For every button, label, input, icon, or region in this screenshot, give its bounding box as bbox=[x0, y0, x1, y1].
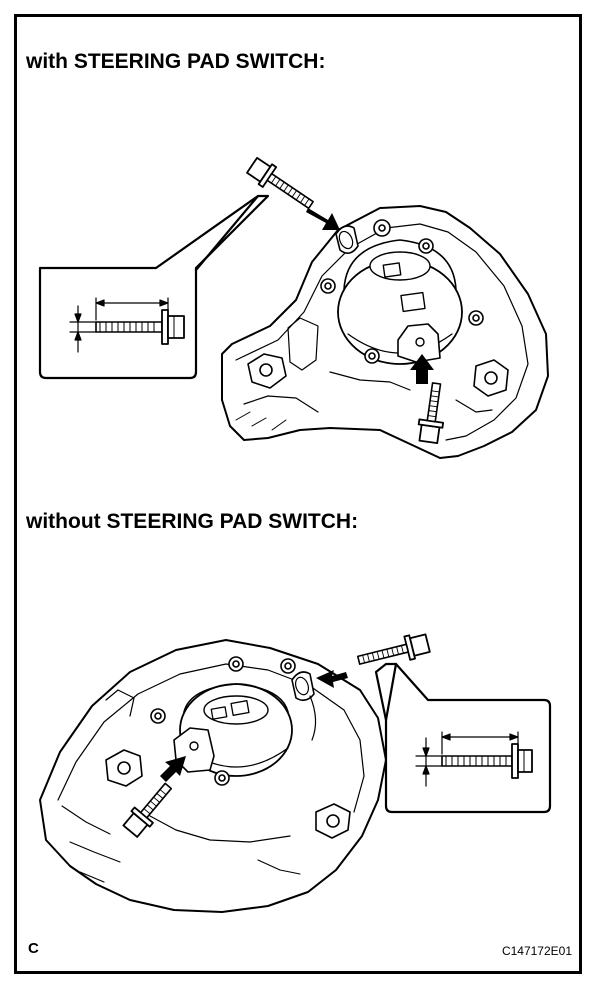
bottom-callout-bolt-icon bbox=[442, 744, 532, 778]
diagram-frame bbox=[14, 14, 582, 974]
top-lower-bolt-icon bbox=[416, 382, 448, 444]
bottom-length-dimension bbox=[442, 732, 518, 754]
top-steering-pad-assembly bbox=[222, 206, 548, 458]
top-diameter-dimension bbox=[70, 306, 96, 352]
bottom-diameter-dimension bbox=[416, 738, 442, 786]
bottom-right-bolt-icon bbox=[356, 631, 431, 671]
bottom-left-insertion-arrow-icon bbox=[160, 756, 186, 782]
bottom-bolt-length-callout bbox=[376, 664, 550, 812]
view-letter: C bbox=[28, 940, 39, 957]
heading-with-steering-pad-switch: with STEERING PAD SWITCH: bbox=[26, 50, 326, 73]
bottom-right-insertion-arrow-icon bbox=[316, 670, 348, 688]
bottom-left-bolt-icon bbox=[121, 778, 177, 839]
top-bolt-length-callout bbox=[40, 196, 268, 378]
heading-without-steering-pad-switch: without STEERING PAD SWITCH: bbox=[26, 510, 359, 533]
top-lower-insertion-arrow-icon bbox=[410, 354, 434, 384]
figure-code: C147172E01 bbox=[501, 944, 572, 958]
top-length-dimension bbox=[96, 298, 168, 320]
top-upper-insertion-arrow-icon bbox=[306, 208, 340, 230]
top-upper-bolt-icon bbox=[245, 155, 317, 215]
top-callout-bolt-icon bbox=[96, 310, 184, 344]
